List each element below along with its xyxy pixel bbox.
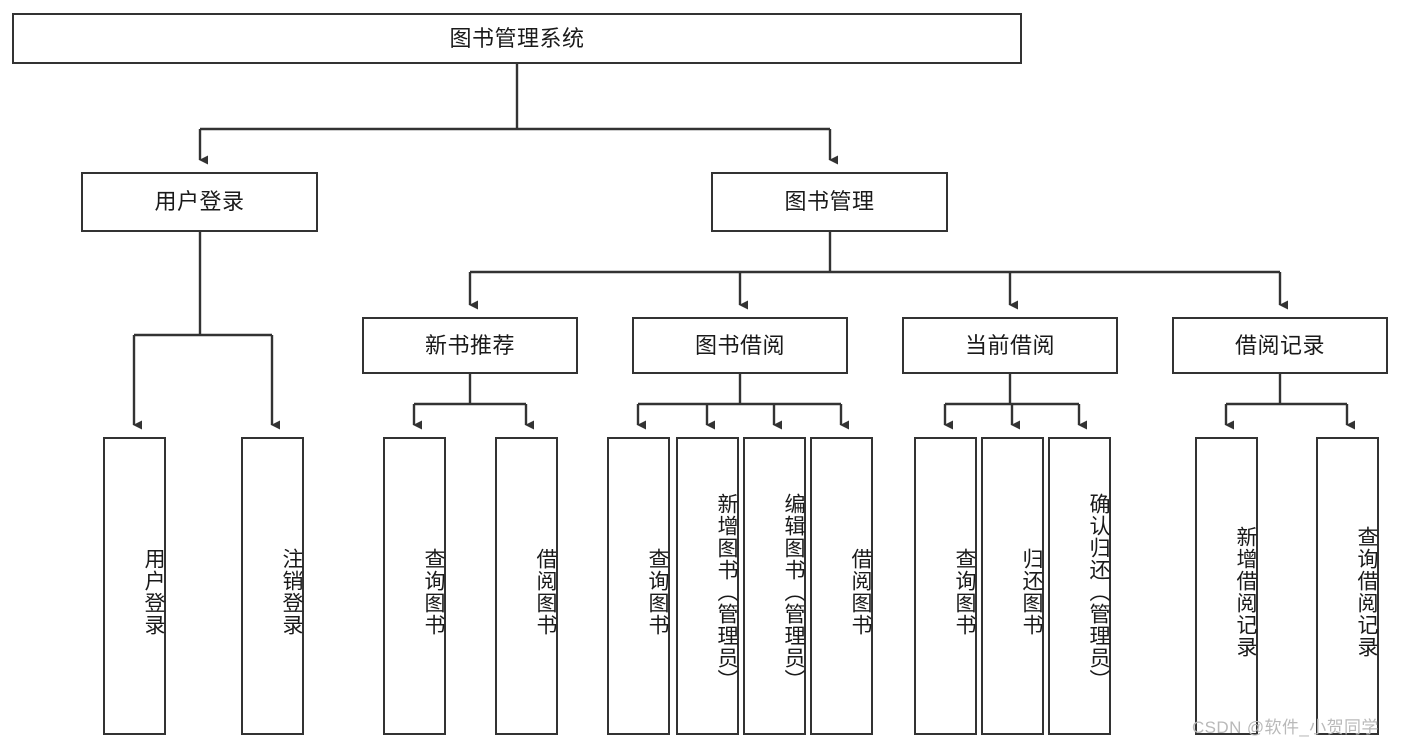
edge-group-new-book-rec (412, 374, 534, 430)
node-leaf-borrow-book-1[interactable]: 借阅图书 (495, 437, 558, 735)
node-book-borrow[interactable]: 图书借阅 (632, 317, 848, 374)
node-leaf-add-book[interactable]: 新增图书（管理员） (676, 437, 739, 735)
node-book-manage[interactable]: 图书管理 (711, 172, 948, 232)
node-borrow-record[interactable]: 借阅记录 (1172, 317, 1388, 374)
node-leaf-query-record-label: 查询借阅记录 (1355, 526, 1378, 658)
edge-group-current-borrow (943, 374, 1087, 430)
node-leaf-confirm-return[interactable]: 确认归还（管理员） (1048, 437, 1111, 735)
node-leaf-user-login[interactable]: 用户登录 (103, 437, 166, 735)
edge-group-user-login (132, 232, 280, 430)
node-leaf-query-book-1[interactable]: 查询图书 (383, 437, 446, 735)
node-leaf-add-record[interactable]: 新增借阅记录 (1195, 437, 1258, 735)
node-leaf-edit-book[interactable]: 编辑图书（管理员） (743, 437, 806, 735)
node-leaf-add-record-label: 新增借阅记录 (1234, 526, 1257, 658)
node-leaf-confirm-return-label: 确认归还（管理员） (1087, 493, 1110, 691)
node-leaf-query-record[interactable]: 查询借阅记录 (1316, 437, 1379, 735)
node-leaf-add-book-label: 新增图书（管理员） (715, 493, 738, 691)
node-leaf-query-book-3[interactable]: 查询图书 (914, 437, 977, 735)
csdn-watermark: CSDN @软件_小贺同学 (1192, 718, 1379, 737)
node-user-login-label: 用户登录 (154, 189, 245, 215)
node-user-login[interactable]: 用户登录 (81, 172, 318, 232)
node-leaf-query-book-1-label: 查询图书 (422, 548, 445, 636)
edge-group-borrow-record (1224, 374, 1355, 430)
node-book-borrow-label: 图书借阅 (694, 332, 785, 358)
node-root[interactable]: 图书管理系统 (12, 13, 1022, 64)
node-new-book-rec[interactable]: 新书推荐 (362, 317, 578, 374)
node-book-manage-label: 图书管理 (784, 189, 875, 215)
node-current-borrow[interactable]: 当前借阅 (902, 317, 1118, 374)
edge-group-book-borrow (636, 374, 849, 430)
node-root-label: 图书管理系统 (449, 25, 585, 51)
node-leaf-edit-book-label: 编辑图书（管理员） (782, 493, 805, 691)
node-leaf-borrow-book-1-label: 借阅图书 (534, 548, 557, 636)
node-current-borrow-label: 当前借阅 (964, 332, 1055, 358)
node-leaf-borrow-book-2-label: 借阅图书 (849, 548, 872, 636)
node-leaf-query-book-2[interactable]: 查询图书 (607, 437, 670, 735)
node-leaf-borrow-book-2[interactable]: 借阅图书 (810, 437, 873, 735)
node-borrow-record-label: 借阅记录 (1234, 332, 1325, 358)
node-leaf-user-logout[interactable]: 注销登录 (241, 437, 304, 735)
node-leaf-return-book[interactable]: 归还图书 (981, 437, 1044, 735)
edge-group-root (198, 64, 838, 165)
node-new-book-rec-label: 新书推荐 (424, 332, 515, 358)
node-leaf-query-book-2-label: 查询图书 (646, 548, 669, 636)
node-leaf-return-book-label: 归还图书 (1020, 548, 1043, 636)
node-leaf-user-login-label: 用户登录 (142, 548, 165, 636)
node-leaf-query-book-3-label: 查询图书 (953, 548, 976, 636)
node-leaf-user-logout-label: 注销登录 (280, 548, 303, 636)
edge-group-book-manage (468, 232, 1288, 310)
